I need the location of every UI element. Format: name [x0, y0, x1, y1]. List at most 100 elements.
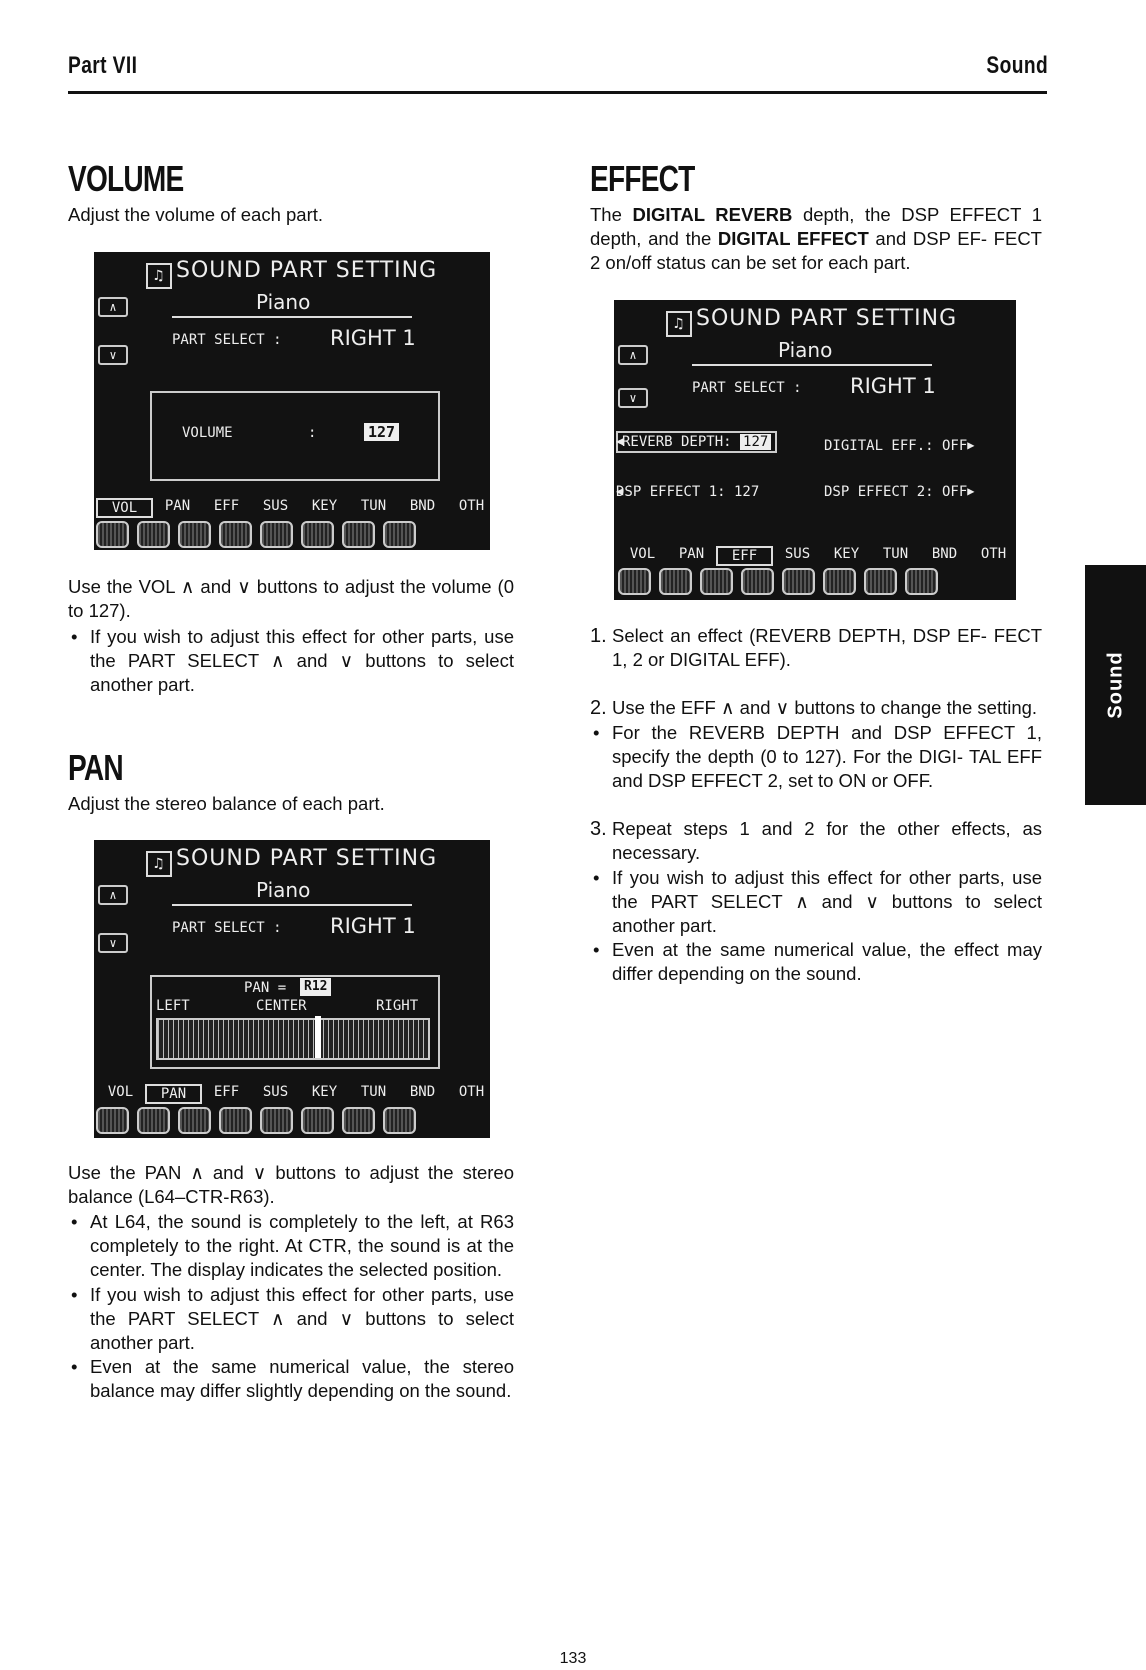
- tun-updown-button[interactable]: [301, 521, 334, 548]
- digital-eff-row[interactable]: DIGITAL EFF.: OFF ▶: [824, 438, 975, 454]
- tun-updown-button[interactable]: [823, 568, 856, 595]
- sus-updown-button[interactable]: [219, 521, 252, 548]
- part-down-button[interactable]: ∨: [98, 345, 128, 365]
- tab-vol[interactable]: VOL: [107, 1084, 134, 1100]
- bullet-item: At L64, the sound is completely to the l…: [68, 1210, 514, 1283]
- header-rule: [68, 91, 1047, 94]
- part-down-button[interactable]: ∨: [618, 388, 648, 408]
- tab-sus[interactable]: SUS: [262, 1084, 289, 1100]
- param-box: [150, 391, 440, 481]
- tab-eff[interactable]: EFF: [716, 546, 773, 566]
- sound-icon: ♫: [666, 311, 692, 337]
- pan-value: R12: [300, 978, 332, 996]
- button-row: [96, 1107, 424, 1134]
- step-number: 3.: [590, 818, 607, 841]
- tab-tun[interactable]: TUN: [360, 1084, 387, 1100]
- tab-vol[interactable]: VOL: [629, 546, 656, 562]
- bnd-updown-button[interactable]: [342, 521, 375, 548]
- pan-left-label: LEFT: [156, 998, 190, 1014]
- tab-pan[interactable]: PAN: [678, 546, 705, 562]
- page-number: 133: [559, 1650, 587, 1667]
- volume-bullets: If you wish to adjust this effect for ot…: [68, 625, 514, 698]
- tab-pan[interactable]: PAN: [145, 1084, 202, 1104]
- pan-intro: Adjust the stereo balance of each part.: [68, 793, 385, 814]
- step-text: Repeat steps 1 and 2 for the other effec…: [612, 818, 1042, 864]
- bullet-item: For the REVERB DEPTH and DSP EFFECT 1, s…: [590, 721, 1042, 794]
- tab-bnd[interactable]: BND: [409, 1084, 436, 1100]
- tab-key[interactable]: KEY: [311, 498, 338, 514]
- volume-heading: VOLUME: [68, 158, 184, 199]
- eff-updown-button[interactable]: [178, 521, 211, 548]
- pan-bullets: At L64, the sound is completely to the l…: [68, 1210, 514, 1404]
- pan-meter: [156, 1018, 430, 1060]
- reverb-value: 127: [740, 434, 772, 450]
- tab-sus[interactable]: SUS: [784, 546, 811, 562]
- bullet-item: Even at the same numerical value, the st…: [68, 1355, 514, 1403]
- step-item: 1.Select an effect (REVERB DEPTH, DSP EF…: [590, 624, 1042, 672]
- tab-row: VOL PAN EFF SUS KEY TUN BND OTH: [96, 498, 490, 518]
- part-down-button[interactable]: ∨: [98, 933, 128, 953]
- tab-key[interactable]: KEY: [833, 546, 860, 562]
- part-up-button[interactable]: ∧: [98, 885, 128, 905]
- sound-name: Piano: [256, 878, 311, 902]
- tab-oth[interactable]: OTH: [458, 1084, 485, 1100]
- key-updown-button[interactable]: [260, 1107, 293, 1134]
- tab-vol[interactable]: VOL: [96, 498, 153, 518]
- vol-updown-button[interactable]: [96, 521, 129, 548]
- bullet-item: If you wish to adjust this effect for ot…: [590, 866, 1042, 939]
- pan-updown-button[interactable]: [659, 568, 692, 595]
- vol-updown-button[interactable]: [96, 1107, 129, 1134]
- tab-eff[interactable]: EFF: [213, 498, 240, 514]
- step-text: Use the EFF ∧ and ∨ buttons to change th…: [612, 697, 1038, 719]
- eff-updown-button[interactable]: [700, 568, 733, 595]
- dsp1-row[interactable]: ◀ DSP EFFECT 1: 127: [616, 484, 760, 500]
- volume-label: VOLUME: [182, 425, 233, 441]
- screen-title: SOUND PART SETTING: [176, 846, 438, 871]
- pan-updown-button[interactable]: [137, 521, 170, 548]
- volume-value: 127: [364, 423, 400, 441]
- eff-updown-button[interactable]: [178, 1107, 211, 1134]
- tab-oth[interactable]: OTH: [980, 546, 1007, 562]
- volume-text: Use the VOL ∧ and ∨ buttons to adjust th…: [68, 576, 514, 622]
- pan-updown-button[interactable]: [137, 1107, 170, 1134]
- bnd-updown-button[interactable]: [342, 1107, 375, 1134]
- part-up-button[interactable]: ∧: [618, 345, 648, 365]
- tab-key[interactable]: KEY: [311, 1084, 338, 1100]
- bullet-item: If you wish to adjust this effect for ot…: [68, 1283, 514, 1356]
- volume-screen: ♫SOUND PART SETTING ∧ ∨ Piano PART SELEC…: [94, 252, 490, 550]
- sus-updown-button[interactable]: [741, 568, 774, 595]
- oth-updown-button[interactable]: [905, 568, 938, 595]
- tab-tun[interactable]: TUN: [882, 546, 909, 562]
- dsp2-row[interactable]: DSP EFFECT 2: OFF ▶: [824, 484, 975, 500]
- part-up-button[interactable]: ∧: [98, 297, 128, 317]
- tab-row: VOL PAN EFF SUS KEY TUN BND OTH: [96, 1084, 490, 1104]
- bnd-updown-button[interactable]: [864, 568, 897, 595]
- step-number: 1.: [590, 625, 607, 647]
- sus-updown-button[interactable]: [219, 1107, 252, 1134]
- tab-pan[interactable]: PAN: [164, 498, 191, 514]
- reverb-row[interactable]: ◀REVERB DEPTH: 127: [616, 431, 778, 453]
- effect-intro: The DIGITAL REVERB depth, the DSP EFFECT…: [590, 204, 1042, 274]
- volume-intro: Adjust the volume of each part.: [68, 204, 324, 225]
- pan-screen: ♫SOUND PART SETTING ∧ ∨ Piano PART SELEC…: [94, 840, 490, 1138]
- header-section: Sound: [986, 52, 1048, 79]
- tab-eff[interactable]: EFF: [213, 1084, 240, 1100]
- vol-updown-button[interactable]: [618, 568, 651, 595]
- tab-bnd[interactable]: BND: [931, 546, 958, 562]
- button-row: [96, 521, 424, 548]
- sound-icon: ♫: [146, 263, 172, 289]
- key-updown-button[interactable]: [782, 568, 815, 595]
- header-part: Part VII: [68, 52, 138, 79]
- tab-bnd[interactable]: BND: [409, 498, 436, 514]
- screen-title: SOUND PART SETTING: [696, 306, 958, 331]
- tab-oth[interactable]: OTH: [458, 498, 485, 514]
- step-text: Select an effect (REVERB DEPTH, DSP EF- …: [612, 625, 1042, 671]
- tun-updown-button[interactable]: [301, 1107, 334, 1134]
- effect-screen: ♫SOUND PART SETTING ∧ ∨ Piano PART SELEC…: [614, 300, 1016, 600]
- tab-sus[interactable]: SUS: [262, 498, 289, 514]
- oth-updown-button[interactable]: [383, 1107, 416, 1134]
- tab-tun[interactable]: TUN: [360, 498, 387, 514]
- key-updown-button[interactable]: [260, 521, 293, 548]
- oth-updown-button[interactable]: [383, 521, 416, 548]
- sound-icon: ♫: [146, 851, 172, 877]
